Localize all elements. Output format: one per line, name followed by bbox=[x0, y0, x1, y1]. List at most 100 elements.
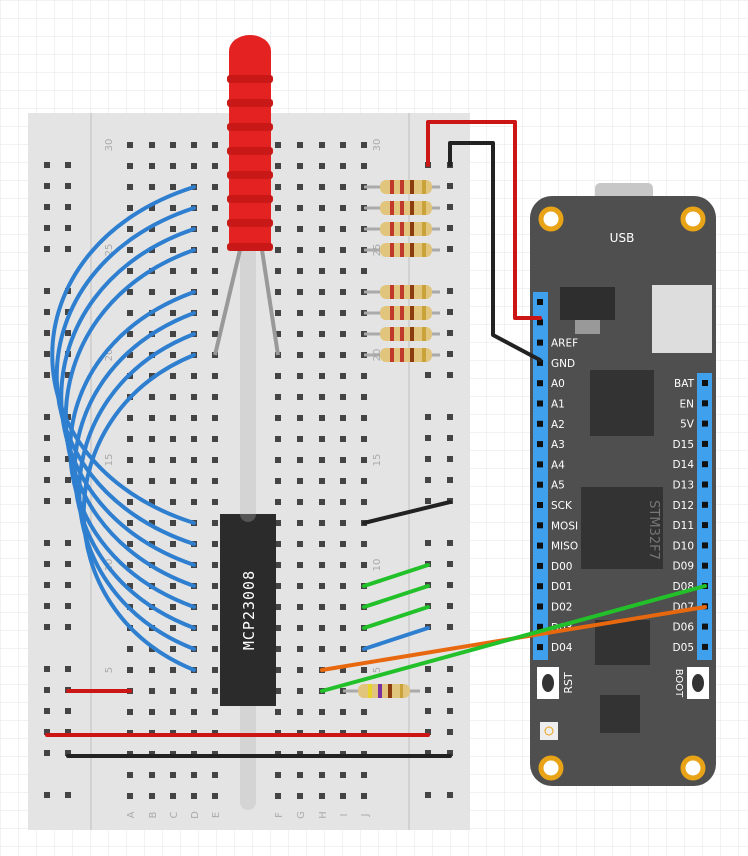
rail-hole bbox=[44, 246, 50, 252]
hole bbox=[127, 247, 133, 253]
rail-hole bbox=[65, 498, 71, 504]
rail-hole bbox=[447, 309, 453, 315]
hole bbox=[127, 478, 133, 484]
row-number: 30 bbox=[372, 139, 383, 152]
hole bbox=[127, 163, 133, 169]
hole bbox=[319, 268, 325, 274]
blue-wire bbox=[81, 353, 196, 672]
hole bbox=[275, 415, 281, 421]
hole bbox=[297, 352, 303, 358]
hole bbox=[361, 415, 367, 421]
hole bbox=[319, 352, 325, 358]
hole bbox=[127, 289, 133, 295]
hole bbox=[340, 625, 346, 631]
blue-wire bbox=[72, 311, 196, 630]
rail-hole bbox=[425, 792, 431, 798]
pin bbox=[702, 380, 708, 386]
hole bbox=[275, 772, 281, 778]
resistor bbox=[364, 222, 440, 236]
rail-hole bbox=[447, 372, 453, 378]
hole bbox=[275, 184, 281, 190]
hole bbox=[297, 247, 303, 253]
hole bbox=[212, 205, 218, 211]
hole bbox=[170, 604, 176, 610]
hole bbox=[340, 583, 346, 589]
hole bbox=[297, 394, 303, 400]
hole bbox=[212, 247, 218, 253]
hole bbox=[212, 793, 218, 799]
mount-hole-icon bbox=[680, 206, 706, 232]
hole bbox=[212, 478, 218, 484]
pin-label: A5 bbox=[551, 480, 565, 492]
hole bbox=[340, 331, 346, 337]
hole bbox=[191, 793, 197, 799]
hole bbox=[149, 226, 155, 232]
rail-hole bbox=[65, 477, 71, 483]
hole bbox=[319, 604, 325, 610]
jumper-wires bbox=[45, 500, 452, 758]
pin bbox=[537, 603, 543, 610]
rail-hole bbox=[44, 603, 50, 609]
rail-hole bbox=[425, 435, 431, 441]
rail-hole bbox=[425, 414, 431, 420]
hole bbox=[170, 583, 176, 589]
hole bbox=[319, 520, 325, 526]
hole bbox=[191, 268, 197, 274]
row-number: 20 bbox=[104, 349, 115, 362]
rail-hole bbox=[425, 666, 431, 672]
pin-label: D10 bbox=[673, 540, 694, 552]
hole bbox=[361, 436, 367, 442]
hole bbox=[297, 646, 303, 652]
rail-hole bbox=[447, 666, 453, 672]
pin-label: D12 bbox=[673, 500, 694, 512]
pin-label: A1 bbox=[551, 399, 565, 411]
hole bbox=[319, 583, 325, 589]
pin-label: D13 bbox=[673, 480, 694, 492]
hole bbox=[340, 289, 346, 295]
black-ground-wire bbox=[448, 141, 542, 362]
column-letter: B bbox=[148, 811, 159, 818]
hole bbox=[340, 520, 346, 526]
hole bbox=[170, 352, 176, 358]
hole bbox=[170, 646, 176, 652]
rail-hole bbox=[425, 372, 431, 378]
hole bbox=[275, 247, 281, 253]
rail-hole bbox=[447, 561, 453, 567]
rail-hole bbox=[65, 729, 71, 735]
hole bbox=[275, 310, 281, 316]
pin-label: D05 bbox=[673, 642, 694, 654]
pin bbox=[702, 562, 708, 569]
hole bbox=[149, 184, 155, 190]
rail-hole bbox=[65, 708, 71, 714]
hole bbox=[170, 688, 176, 694]
rail-hole bbox=[65, 540, 71, 546]
hole bbox=[297, 310, 303, 316]
pin-label: D15 bbox=[673, 439, 694, 451]
rail-hole bbox=[447, 603, 453, 609]
hole bbox=[170, 457, 176, 463]
hole bbox=[319, 625, 325, 631]
pin bbox=[537, 583, 543, 590]
hole bbox=[191, 394, 197, 400]
row-number: 25 bbox=[104, 244, 115, 257]
rail-hole bbox=[447, 414, 453, 420]
rail-hole bbox=[44, 456, 50, 462]
hole bbox=[127, 499, 133, 505]
yellow-resistor bbox=[343, 684, 420, 698]
rail-hole bbox=[44, 687, 50, 693]
hole bbox=[212, 499, 218, 505]
mcp23008-chip[interactable]: MCP23008 bbox=[220, 514, 276, 706]
pin bbox=[702, 440, 708, 447]
rail-hole bbox=[44, 729, 50, 735]
rail-hole bbox=[65, 183, 71, 189]
resistor bbox=[364, 285, 440, 299]
hole bbox=[297, 142, 303, 148]
hole bbox=[212, 541, 218, 547]
hole bbox=[127, 436, 133, 442]
hole bbox=[297, 373, 303, 379]
hole bbox=[149, 415, 155, 421]
rail-hole bbox=[447, 750, 453, 756]
hole bbox=[212, 331, 218, 337]
pin bbox=[702, 501, 708, 508]
